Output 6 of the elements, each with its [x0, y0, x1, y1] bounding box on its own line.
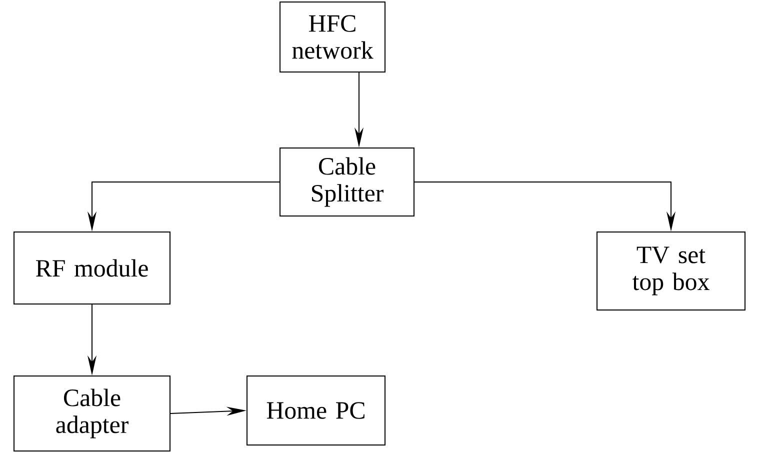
process-box: TV set top box — [596, 232, 746, 310]
process-box: Cable adapter — [14, 376, 170, 452]
process-box: Home PC — [246, 376, 386, 446]
process-box: RF module — [14, 232, 170, 304]
process-box: HFC network — [280, 2, 386, 72]
process-box: Cable Splitter — [280, 148, 414, 216]
